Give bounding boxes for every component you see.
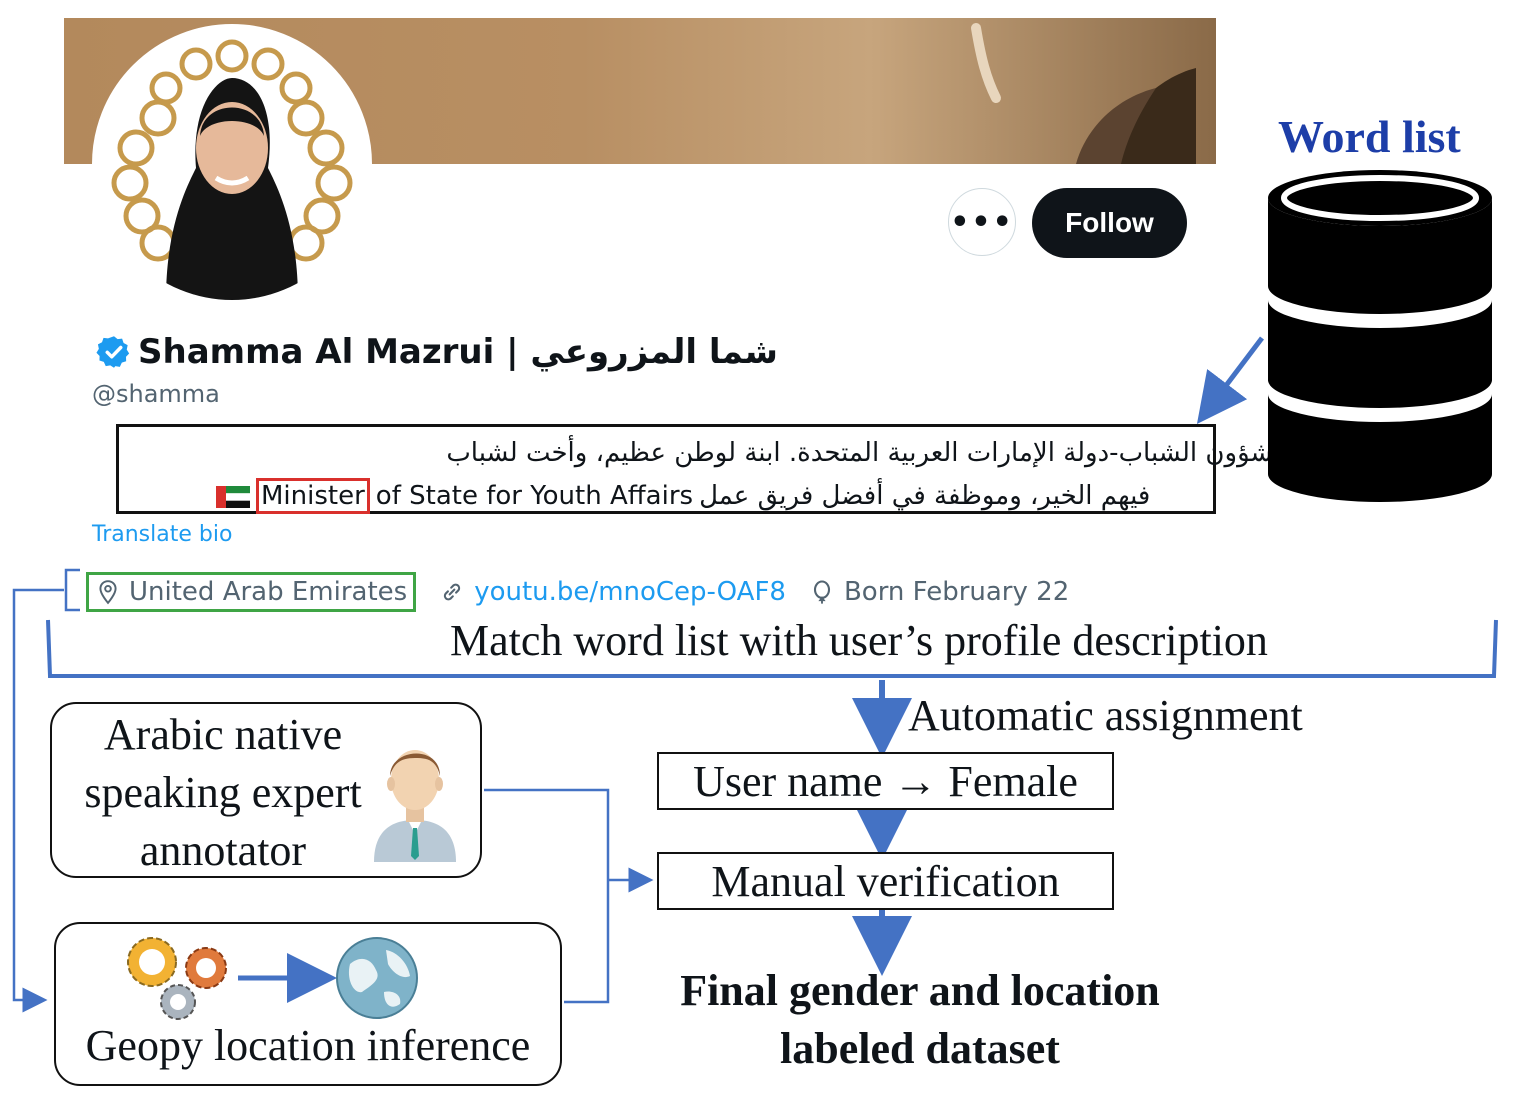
expert-line-1: Arabic native xyxy=(103,710,343,759)
user-handle: @shamma xyxy=(92,380,220,408)
globe-icon xyxy=(336,937,418,1019)
geopy-box xyxy=(54,922,562,1086)
bio-line-1: وزيرةوزيرة الدولة لشؤون الشباب-دولة الإم… xyxy=(446,435,1492,471)
location-pin-icon xyxy=(99,580,117,605)
uae-flag-icon xyxy=(216,485,250,508)
verified-badge-icon xyxy=(96,336,130,368)
match-label: Match word list with user’s profile desc… xyxy=(450,616,1268,665)
balloon-icon xyxy=(813,580,831,604)
expert-line-3: annotator xyxy=(139,826,307,875)
bio-highlight-box xyxy=(116,424,1216,514)
expert-line-2: speaking expert xyxy=(84,768,362,817)
banner-artwork xyxy=(971,23,1196,164)
bio-english-text: of State for Youth Affairs xyxy=(375,481,694,511)
final-line-2: labeled dataset xyxy=(780,1024,1060,1073)
bio-line-2: Minister of State for Youth Affairs فيهم… xyxy=(216,478,1150,514)
final-dataset-label: Final gender and location labeled datase… xyxy=(640,962,1200,1078)
profile-name-row: Shamma Al Mazrui | شما المزروعي xyxy=(96,330,778,374)
birthday-item: Born February 22 xyxy=(808,577,1069,607)
final-line-1: Final gender and location xyxy=(680,966,1160,1015)
location-text: United Arab Emirates xyxy=(129,577,408,607)
website-item[interactable]: youtu.be/mnoCep-OAF8 xyxy=(438,577,786,607)
follow-button[interactable]: Follow xyxy=(1032,188,1187,258)
expert-annotator-label: Arabic native speaking expert annotator xyxy=(58,706,388,880)
gears-icon xyxy=(127,937,227,1020)
automatic-assignment-label: Automatic assignment xyxy=(908,691,1303,740)
user-name-female-box: User name → Female xyxy=(657,752,1114,810)
profile-meta-row: United Arab Emirates youtu.be/mnoCep-OAF… xyxy=(64,568,1069,616)
database-icon xyxy=(1268,170,1492,502)
manual-verification-box: Manual verification xyxy=(657,852,1114,910)
location-item: United Arab Emirates xyxy=(86,572,417,612)
avatar[interactable] xyxy=(92,24,372,304)
bio-line-1-text: وزيرة الدولة لشؤون الشباب-دولة الإمارات … xyxy=(446,438,1422,468)
geopy-label: Geopy location inference xyxy=(85,1021,531,1070)
expert-annotator-box xyxy=(50,702,482,878)
expert-person-icon xyxy=(374,750,456,862)
display-name: Shamma Al Mazrui | شما المزروعي xyxy=(138,332,778,372)
word-list-title: Word list xyxy=(1278,111,1461,162)
bio-arabic-text: فيهم الخير، وموظفة في أفضل فريق عمل xyxy=(699,481,1151,511)
website-link[interactable]: youtu.be/mnoCep-OAF8 xyxy=(474,577,786,607)
more-options-button[interactable]: ••• xyxy=(948,188,1016,256)
link-icon xyxy=(444,583,461,601)
birthday-text: Born February 22 xyxy=(843,577,1070,607)
highlighted-keyword-english: Minister xyxy=(256,478,370,514)
translate-bio-link[interactable]: Translate bio xyxy=(92,522,233,547)
